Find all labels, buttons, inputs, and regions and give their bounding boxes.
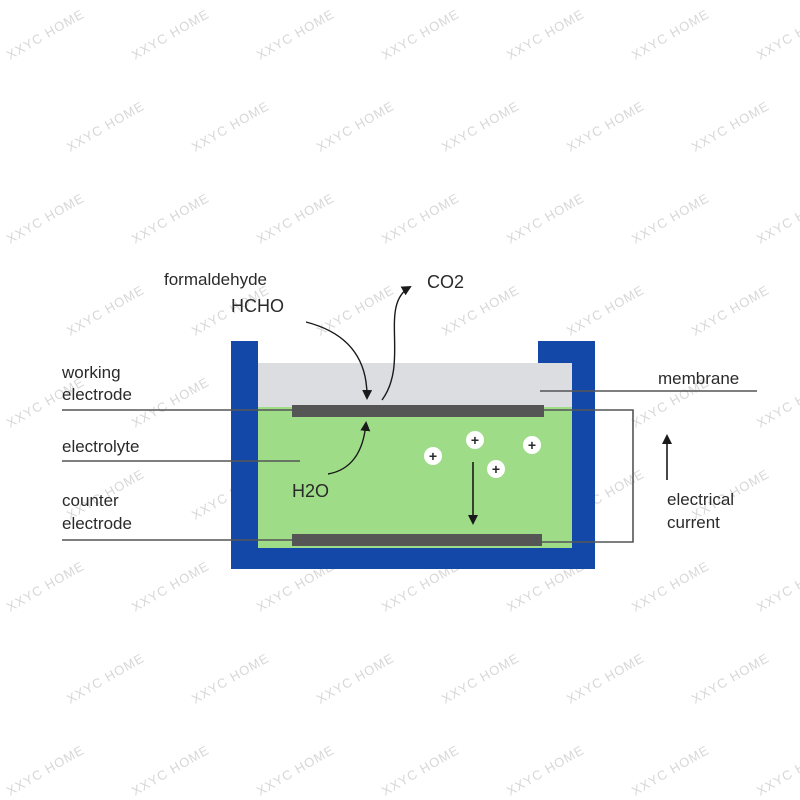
watermark-text: XXYC HOME: [689, 650, 772, 706]
watermark-text: XXYC HOME: [754, 190, 800, 246]
watermark-text: XXYC HOME: [504, 190, 587, 246]
watermark-text: XXYC HOME: [129, 558, 212, 614]
co2-arrow: [381, 286, 412, 401]
watermark-text: XXYC HOME: [564, 98, 647, 154]
watermark-text: XXYC HOME: [314, 650, 397, 706]
watermark-text: XXYC HOME: [689, 98, 772, 154]
watermark-text: XXYC HOME: [754, 6, 800, 62]
watermark-text: XXYC HOME: [254, 6, 337, 62]
electrolyte-label: electrolyte: [62, 437, 139, 456]
watermark-text: XXYC HOME: [689, 282, 772, 338]
electrical-current-label-line2: current: [667, 513, 720, 532]
working-electrode-label-line2: electrode: [62, 385, 132, 404]
positive-ion: +: [424, 447, 442, 465]
watermark-text: XXYC HOME: [439, 650, 522, 706]
watermark-text: XXYC HOME: [629, 190, 712, 246]
watermark-text: XXYC HOME: [129, 742, 212, 798]
watermark-text: XXYC HOME: [439, 98, 522, 154]
watermark-text: XXYC HOME: [129, 190, 212, 246]
external-circuit-wire: [542, 409, 634, 543]
electrical-current-label-line1: electrical: [667, 490, 734, 509]
watermark-text: XXYC HOME: [379, 742, 462, 798]
h2o-label: H2O: [292, 481, 329, 501]
watermark-text: XXYC HOME: [564, 282, 647, 338]
watermark-text: XXYC HOME: [189, 98, 272, 154]
positive-ion-symbol: +: [528, 437, 536, 453]
positive-ion: +: [523, 436, 541, 454]
electrolyte-body: [258, 407, 572, 548]
working-electrode-label-line1: working: [61, 363, 121, 382]
watermark-text: XXYC HOME: [629, 6, 712, 62]
watermark-text: XXYC HOME: [189, 650, 272, 706]
watermark-text: XXYC HOME: [4, 558, 87, 614]
membrane-layer: [258, 363, 572, 407]
counter-electrode-label-line2: electrode: [62, 514, 132, 533]
watermark-text: XXYC HOME: [64, 98, 147, 154]
watermark-text: XXYC HOME: [4, 742, 87, 798]
watermark-text: XXYC HOME: [504, 6, 587, 62]
watermark-text: XXYC HOME: [4, 190, 87, 246]
watermark-text: XXYC HOME: [504, 742, 587, 798]
hcho-label: HCHO: [231, 296, 284, 316]
watermark-text: XXYC HOME: [379, 190, 462, 246]
positive-ion-symbol: +: [492, 461, 500, 477]
positive-ion-symbol: +: [429, 448, 437, 464]
watermark-text: XXYC HOME: [64, 282, 147, 338]
counter-electrode-bar: [292, 534, 542, 546]
watermark-text: XXYC HOME: [629, 558, 712, 614]
membrane-label: membrane: [658, 369, 739, 388]
co2-label: CO2: [427, 272, 464, 292]
watermark-text: XXYC HOME: [254, 742, 337, 798]
watermark-text: XXYC HOME: [629, 742, 712, 798]
watermark-text: XXYC HOME: [754, 558, 800, 614]
housing-bottom: [231, 548, 595, 569]
watermark-text: XXYC HOME: [379, 6, 462, 62]
watermark-text: XXYC HOME: [254, 190, 337, 246]
watermark-text: XXYC HOME: [4, 6, 87, 62]
formaldehyde-label: formaldehyde: [164, 270, 267, 289]
positive-ion: +: [466, 431, 484, 449]
watermark-text: XXYC HOME: [129, 374, 212, 430]
counter-electrode-label-line1: counter: [62, 491, 119, 510]
h2o-arrow: [327, 421, 371, 475]
watermark-text: XXYC HOME: [314, 282, 397, 338]
housing-left-wall: [231, 341, 258, 569]
positive-ion-symbol: +: [471, 432, 479, 448]
watermark-text: XXYC HOME: [314, 98, 397, 154]
watermark-text: XXYC HOME: [64, 650, 147, 706]
watermark-text: XXYC HOME: [754, 742, 800, 798]
formaldehyde-arrow: [305, 321, 373, 400]
positive-ion: +: [487, 460, 505, 478]
watermark-text: XXYC HOME: [129, 6, 212, 62]
watermark-text: XXYC HOME: [754, 374, 800, 430]
watermark-text: XXYC HOME: [564, 650, 647, 706]
working-electrode-bar: [292, 405, 544, 417]
